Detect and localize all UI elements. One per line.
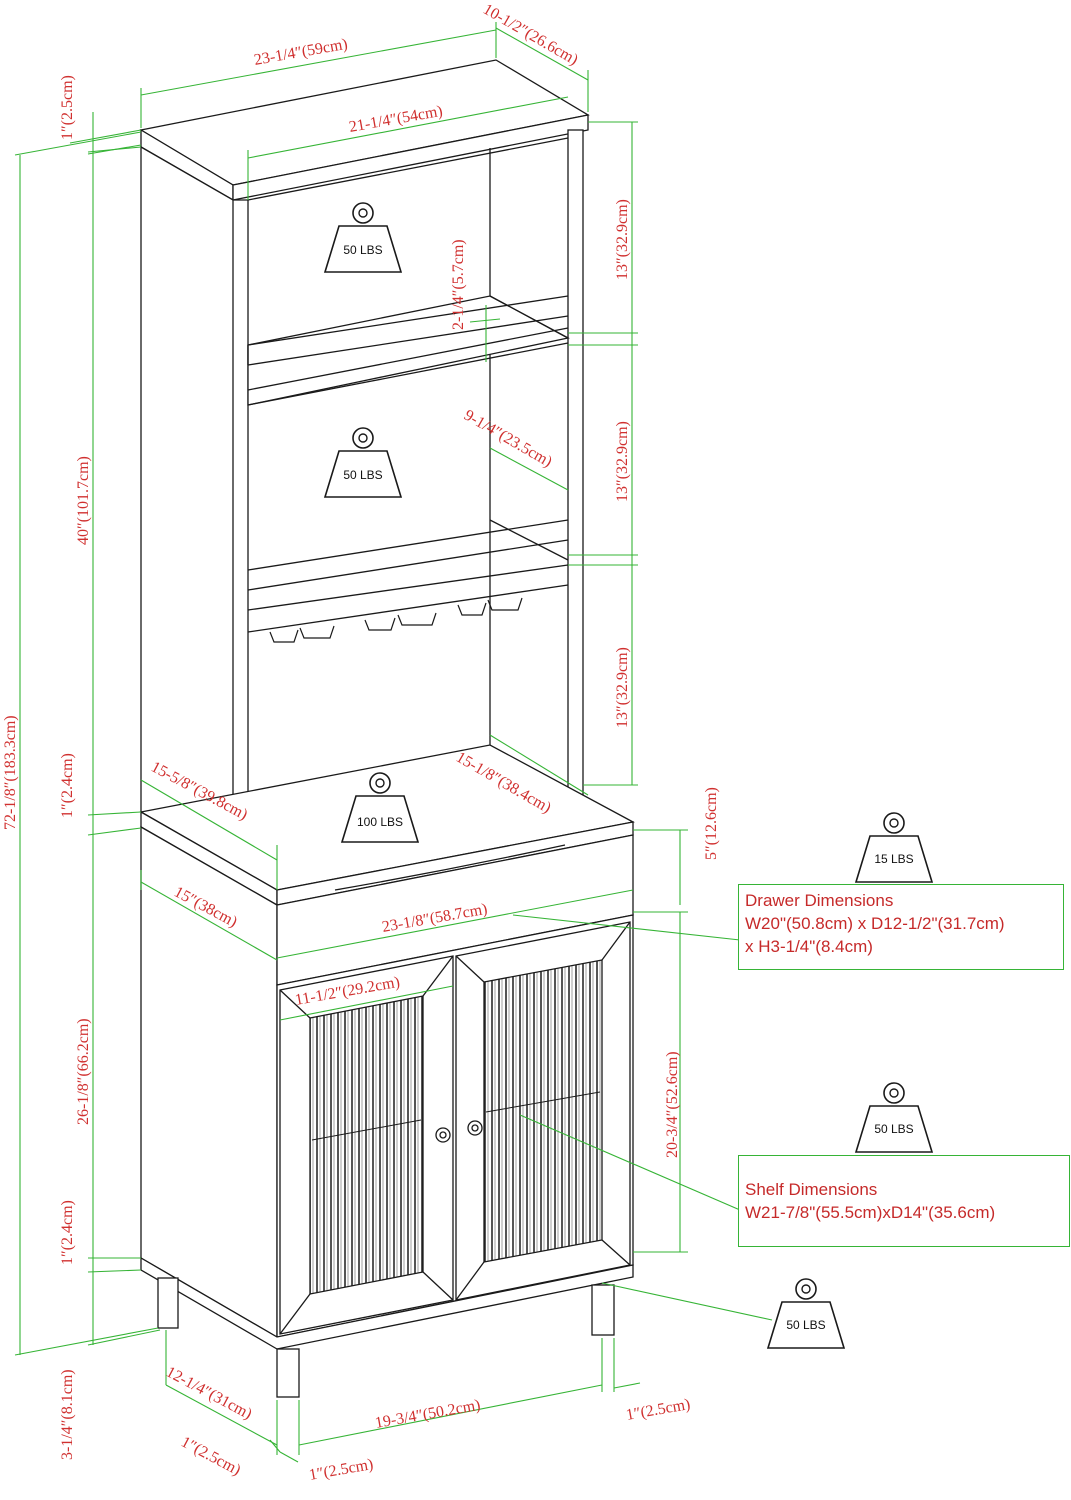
shelf-dimensions-line1: W21-7/8"(55.5cm)xD14"(35.6cm) (745, 1203, 996, 1222)
dim-leg-size-front: 1″(2.5cm) (308, 1456, 375, 1484)
weight-label-drawer: 15 LBS (874, 852, 913, 866)
dim-top-thickness: 1″(2.5cm) (59, 75, 76, 140)
weight-icon: 50 LBS (854, 1082, 934, 1153)
dim-leg-width-span: 19-3/4″(50.2cm) (374, 1397, 482, 1432)
dim-shelf3-height: 13″(32.9cm) (614, 647, 631, 728)
left-knob (435, 1127, 451, 1143)
cabinet-drawing (139, 59, 635, 1398)
dimension-lines (14, 22, 773, 1463)
drawer-dimensions-line1: W20"(50.8cm) x D12-1/2"(31.7cm) (745, 914, 1005, 933)
dim-shelf-lip: 2-1/4″(5.7cm) (450, 239, 467, 330)
dim-hutch-height: 40″(101.7cm) (75, 456, 92, 545)
dim-base-thickness: 1″(2.4cm) (59, 1200, 76, 1265)
dim-leg-size-side: 1″(2.5cm) (178, 1434, 243, 1479)
weight-label-cabinet: 50 LBS (874, 1122, 913, 1136)
stemware-rack (269, 597, 523, 643)
dim-total-height: 72-1/8″(183.3cm) (2, 715, 19, 830)
weight-label-upper: 50 LBS (343, 243, 382, 257)
dim-shelf-depth: 9-1/4″(23.5cm) (461, 407, 555, 471)
dim-shelf1-height: 13″(32.9cm) (614, 199, 631, 280)
weight-label-base: 50 LBS (786, 1318, 825, 1332)
shelf-dimensions-box: Shelf Dimensions W21-7/8"(55.5cm)xD14"(3… (738, 1155, 1070, 1247)
hutch-right-side (567, 129, 584, 801)
dim-leg-depth-span: 12-1/4″(31cm) (163, 1364, 255, 1423)
dim-top-width: 23-1/4″(59cm) (253, 36, 349, 69)
leg-back-left (157, 1277, 179, 1329)
weight-icon: 15 LBS (854, 812, 934, 883)
right-knob (467, 1120, 483, 1136)
dim-leg-height: 3-1/4″(8.1cm) (59, 1369, 76, 1460)
dim-top-depth: 10-1/2″(26.6cm) (480, 1, 581, 69)
weight-icon: 50 LBS (766, 1278, 846, 1349)
hutch-left-side (140, 145, 249, 866)
dim-cabinet-height: 26-1/8″(66.2cm) (75, 1018, 92, 1125)
dim-door-height: 20-3/4″(52.6cm) (664, 1051, 681, 1158)
weight-icon: 50 LBS (323, 202, 403, 273)
drawer-dimensions-box: Drawer Dimensions W20"(50.8cm) x D12-1/2… (738, 884, 1064, 970)
drawer-dimensions-title: Drawer Dimensions (745, 891, 894, 910)
dim-shelf2-height: 13″(32.9cm) (614, 421, 631, 502)
weight-icon: 50 LBS (323, 427, 403, 498)
weight-label-counter: 100 LBS (357, 815, 403, 829)
dim-drawer-height: 5″(12.6cm) (703, 787, 720, 860)
drawer-dimensions-line2: x H3-1/4"(8.4cm) (745, 937, 873, 956)
dim-counter-thickness: 1″(2.4cm) (59, 753, 76, 818)
weight-label-middle: 50 LBS (343, 468, 382, 482)
leg-back-right (591, 1284, 615, 1336)
dim-leg-size-right: 1″(2.5cm) (625, 1396, 692, 1424)
shelf-dimensions-title: Shelf Dimensions (745, 1180, 878, 1199)
weight-icon: 100 LBS (340, 772, 420, 843)
leg-front-left (276, 1348, 300, 1398)
